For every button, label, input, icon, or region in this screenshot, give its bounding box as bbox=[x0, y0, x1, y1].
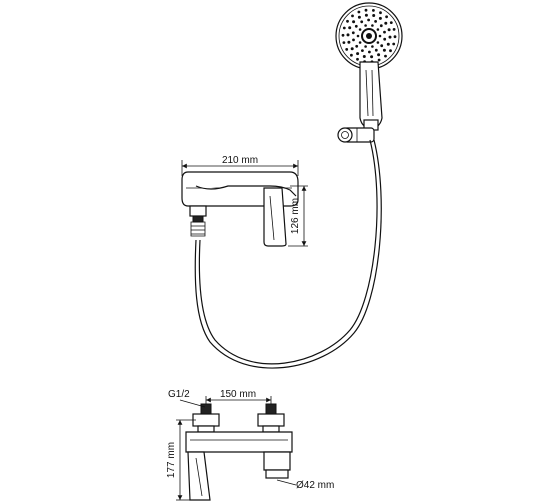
nozzle-dot bbox=[392, 42, 396, 46]
hand-shower bbox=[335, 2, 403, 131]
nozzle-dot bbox=[362, 55, 366, 58]
nozzle-dot bbox=[364, 24, 367, 27]
nozzle-dot bbox=[356, 52, 360, 56]
nozzle-dot bbox=[347, 40, 351, 44]
nozzle-dot bbox=[346, 19, 349, 23]
mixer-front-view bbox=[185, 403, 293, 501]
nozzle-dot bbox=[368, 50, 371, 54]
dim-inlet-thread: G1/2 bbox=[168, 389, 206, 408]
nozzle-dot bbox=[352, 20, 356, 24]
nozzle-dot bbox=[372, 9, 375, 12]
mixer-width-label: 210 mm bbox=[222, 155, 258, 166]
dim-front-height: 177 mm bbox=[166, 419, 196, 501]
dim-inlet-spacing: 150 mm bbox=[205, 389, 272, 404]
front-height-label: 177 mm bbox=[166, 442, 177, 478]
nozzle-dot bbox=[341, 33, 345, 37]
nozzle-dot bbox=[361, 49, 364, 52]
nozzle-dot bbox=[376, 41, 380, 44]
outlet-diameter-label: Ø42 mm bbox=[296, 480, 334, 491]
dim-mixer-width: 210 mm bbox=[181, 155, 299, 176]
nozzle-dot bbox=[389, 49, 392, 53]
nozzle-dot bbox=[385, 15, 388, 19]
nozzle-dot bbox=[376, 28, 380, 31]
spray-nozzles bbox=[341, 8, 397, 64]
nozzle-dot bbox=[378, 34, 382, 38]
mixer-height-label: 126 mm bbox=[290, 198, 301, 234]
nozzle-dot bbox=[388, 35, 392, 39]
nozzle-dot bbox=[346, 33, 350, 37]
nozzle-dot bbox=[374, 48, 378, 52]
nozzle-dot bbox=[364, 45, 367, 48]
nozzle-dot bbox=[377, 58, 381, 62]
nozzle-dot bbox=[374, 20, 377, 23]
nozzle-dot bbox=[393, 35, 397, 39]
nozzle-dot bbox=[371, 45, 374, 48]
nozzle-dot bbox=[357, 15, 361, 19]
dim-outlet-diameter: Ø42 mm bbox=[276, 479, 334, 491]
nozzle-dot bbox=[358, 28, 362, 31]
nozzle-dot bbox=[384, 54, 387, 58]
nozzle-dot bbox=[354, 24, 358, 28]
nozzle-dot bbox=[383, 37, 387, 41]
nozzle-dot bbox=[382, 48, 386, 52]
nozzle-dot bbox=[392, 28, 396, 31]
nozzle-dot bbox=[367, 18, 370, 22]
nozzle-dot bbox=[348, 26, 352, 30]
nozzle-dot bbox=[364, 8, 368, 12]
nozzle-dot bbox=[387, 28, 391, 32]
nozzle-dot bbox=[342, 41, 346, 44]
nozzle-dot bbox=[389, 21, 393, 24]
nozzle-dot bbox=[355, 44, 359, 48]
nozzle-dot bbox=[356, 57, 359, 61]
mixer-top-view bbox=[181, 171, 299, 247]
nozzle-dot bbox=[358, 41, 362, 44]
nozzle-dot bbox=[379, 11, 382, 15]
nozzle-dot bbox=[357, 10, 361, 14]
nozzle-dot bbox=[378, 16, 382, 20]
shower-holder bbox=[337, 127, 375, 143]
nozzle-dot bbox=[350, 53, 353, 57]
shower-hose bbox=[194, 139, 382, 369]
nozzle-dot bbox=[377, 53, 381, 57]
nozzle-dot bbox=[342, 26, 346, 30]
nozzle-dot bbox=[351, 14, 354, 18]
nozzle-dot bbox=[371, 24, 374, 27]
nozzle-dot bbox=[351, 31, 355, 35]
nozzle-dot bbox=[360, 20, 364, 24]
nozzle-dot bbox=[345, 48, 349, 51]
nozzle-dot bbox=[352, 38, 355, 42]
nozzle-dot bbox=[386, 42, 390, 46]
nozzle-dot bbox=[356, 34, 360, 38]
nozzle-dot bbox=[384, 21, 388, 25]
nozzle-dot bbox=[370, 55, 374, 59]
nozzle-dot bbox=[379, 24, 383, 28]
inlet-thread-label: G1/2 bbox=[168, 389, 190, 400]
dim-mixer-height: 126 mm bbox=[288, 185, 308, 247]
nozzle-dot bbox=[383, 30, 386, 34]
nozzle-dot bbox=[372, 14, 376, 17]
nozzle-dot bbox=[350, 47, 354, 51]
nozzle-dot bbox=[380, 44, 384, 48]
nozzle-dot bbox=[364, 13, 368, 17]
inlet-spacing-label: 150 mm bbox=[220, 389, 256, 400]
